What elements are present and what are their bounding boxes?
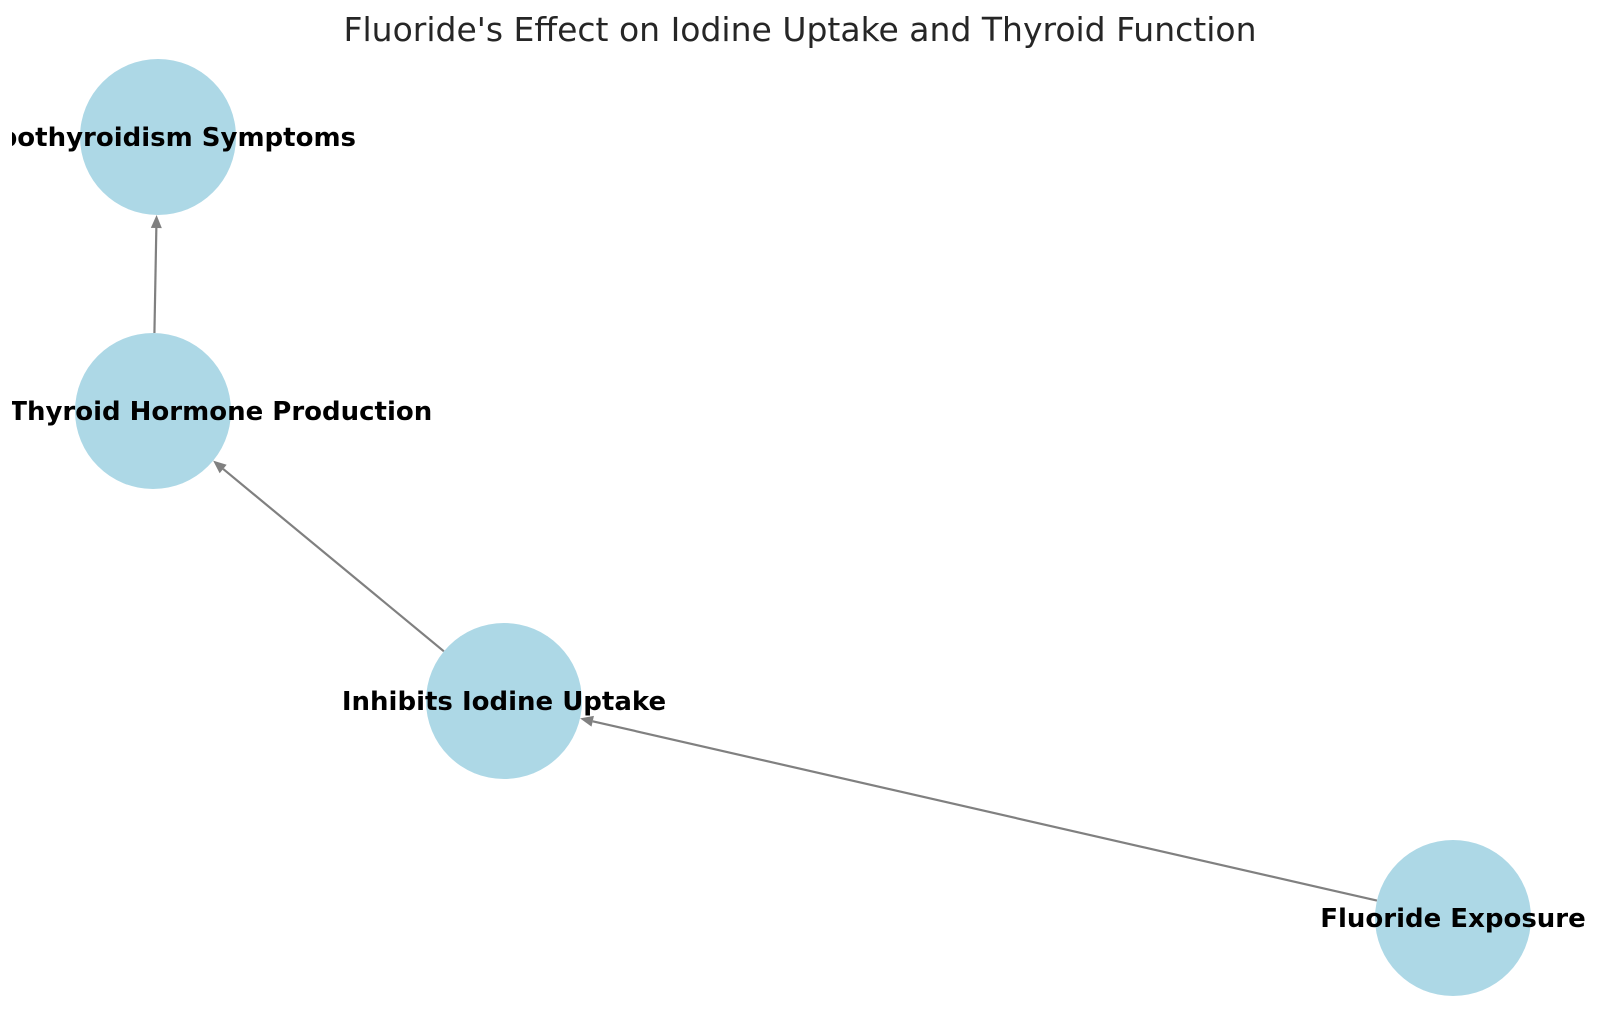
node-circle <box>75 333 231 489</box>
node-hypothyroidism: Hypothyroidism Symptoms <box>0 59 356 215</box>
node-layer: Hypothyroidism Symptoms Reduced Thyroid … <box>0 59 1586 996</box>
node-fluoride-exposure: Fluoride Exposure <box>1320 840 1586 996</box>
edge-reduced-thyroid-hormone-to-hypothyroidism <box>150 214 162 334</box>
node-circle <box>426 623 582 779</box>
diagram-title: Fluoride's Effect on Iodine Uptake and T… <box>344 10 1257 49</box>
node-inhibits-iodine: Inhibits Iodine Uptake <box>342 623 666 779</box>
edge-line <box>222 468 445 653</box>
arrow-head <box>150 214 162 229</box>
node-label: Reduced Thyroid Hormone Production <box>0 397 432 427</box>
arrow-head <box>213 460 227 474</box>
node-label: Inhibits Iodine Uptake <box>342 687 666 717</box>
node-circle <box>80 59 236 215</box>
node-label: Fluoride Exposure <box>1320 904 1586 934</box>
edge-layer <box>150 214 1378 902</box>
edge-fluoride-exposure-to-inhibits-iodine <box>580 715 1378 902</box>
node-reduced-thyroid-hormone: Reduced Thyroid Hormone Production <box>0 333 432 489</box>
edge-inhibits-iodine-to-reduced-thyroid-hormone <box>213 460 445 653</box>
edge-line <box>153 227 158 334</box>
edge-line <box>592 720 1378 902</box>
arrow-head <box>580 715 594 727</box>
node-label: Hypothyroidism Symptoms <box>0 123 356 153</box>
node-circle <box>1375 840 1531 996</box>
